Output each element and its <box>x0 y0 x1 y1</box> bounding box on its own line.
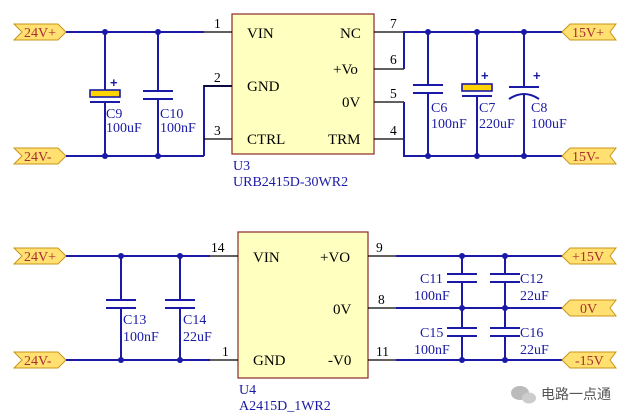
svg-text:8: 8 <box>378 292 385 307</box>
svg-text:22uF: 22uF <box>520 343 549 358</box>
chip-u4 <box>237 231 369 379</box>
svg-text:24V-: 24V- <box>24 150 52 165</box>
svg-text:-V0: -V0 <box>328 353 351 369</box>
svg-text:100nF: 100nF <box>431 117 467 132</box>
svg-text:220uF: 220uF <box>479 117 515 132</box>
svg-text:0V: 0V <box>580 302 597 317</box>
svg-text:C13: C13 <box>123 313 146 328</box>
cap-c10: C10 100nF <box>143 32 196 156</box>
svg-text:24V-: 24V- <box>24 354 52 369</box>
svg-text:GND: GND <box>253 353 286 369</box>
wire-top-gnd-to-pin2 <box>203 85 232 156</box>
svg-text:100nF: 100nF <box>414 343 450 358</box>
port-bot-0v: 0V <box>561 299 617 317</box>
svg-text:C8: C8 <box>531 101 547 116</box>
port-top-15v-plus: 15V+ <box>561 23 617 41</box>
svg-text:4: 4 <box>390 123 397 138</box>
port-top-24v-minus: 24V- <box>12 147 67 165</box>
svg-text:GND: GND <box>247 79 280 95</box>
svg-text:C9: C9 <box>106 107 122 122</box>
port-top-15v-minus: 15V- <box>561 147 617 165</box>
svg-text:15V-: 15V- <box>572 150 600 165</box>
port-bot-24v-minus: 24V- <box>12 351 67 369</box>
cap-c11: C11 100nF <box>414 256 477 308</box>
svg-text:22uF: 22uF <box>183 330 212 345</box>
svg-text:100nF: 100nF <box>160 121 196 136</box>
svg-text:100nF: 100nF <box>414 289 450 304</box>
cap-c6: C6 100nF <box>413 32 467 156</box>
svg-text:C6: C6 <box>431 101 447 116</box>
u4-section: 24V+ 24V- C13 100nF C14 22uF <box>12 231 617 414</box>
svg-text:NC: NC <box>340 26 361 42</box>
svg-text:U3: U3 <box>233 159 250 174</box>
svg-text:22uF: 22uF <box>520 289 549 304</box>
svg-text:电路一点通: 电路一点通 <box>541 386 611 402</box>
svg-text:1: 1 <box>222 344 229 359</box>
cap-c15: C15 100nF <box>414 308 477 360</box>
svg-text:24V+: 24V+ <box>24 250 56 265</box>
svg-text:2: 2 <box>214 70 221 85</box>
watermark: 电路一点通 <box>511 386 611 404</box>
cap-c16: C16 22uF <box>490 308 549 360</box>
svg-text:C16: C16 <box>520 326 543 341</box>
port-bot-24v-plus: 24V+ <box>12 247 67 265</box>
cap-c9: + C9 100uF <box>89 32 142 156</box>
cap-c8: + C8 100uF <box>508 32 567 156</box>
svg-text:C14: C14 <box>183 313 206 328</box>
svg-text:+: + <box>533 68 541 83</box>
svg-text:VIN: VIN <box>247 26 274 42</box>
svg-text:U4: U4 <box>239 383 256 398</box>
svg-text:15V+: 15V+ <box>572 26 604 41</box>
svg-text:11: 11 <box>376 344 389 359</box>
svg-text:3: 3 <box>214 123 221 138</box>
svg-text:C7: C7 <box>479 101 495 116</box>
svg-text:0V: 0V <box>333 302 352 318</box>
svg-text:0V: 0V <box>342 95 361 111</box>
svg-text:TRM: TRM <box>328 132 361 148</box>
svg-text:100uF: 100uF <box>531 117 567 132</box>
svg-text:CTRL: CTRL <box>247 132 285 148</box>
svg-text:C12: C12 <box>520 272 543 287</box>
svg-text:VIN: VIN <box>253 250 280 266</box>
wire-top-vo <box>403 31 562 69</box>
svg-text:1: 1 <box>214 16 221 31</box>
svg-text:+: + <box>481 68 489 83</box>
svg-text:-15V: -15V <box>575 354 604 369</box>
port-top-24v-plus: 24V+ <box>12 23 67 41</box>
svg-text:9: 9 <box>376 240 383 255</box>
svg-text:100nF: 100nF <box>123 330 159 345</box>
svg-text:A2415D_1WR2: A2415D_1WR2 <box>239 399 331 414</box>
cap-c13: C13 100nF <box>106 256 159 360</box>
svg-text:+Vo: +Vo <box>333 62 358 78</box>
cap-c7: + C7 220uF <box>461 32 515 156</box>
svg-text:7: 7 <box>390 16 397 31</box>
chip-u3 <box>231 13 375 155</box>
svg-text:5: 5 <box>390 86 397 101</box>
svg-text:+15V: +15V <box>572 250 604 265</box>
svg-text:+VO: +VO <box>320 250 350 266</box>
svg-text:100uF: 100uF <box>106 121 142 136</box>
svg-text:C10: C10 <box>160 107 183 122</box>
svg-text:14: 14 <box>211 240 225 255</box>
svg-text:6: 6 <box>390 52 397 67</box>
wire-top-0v <box>403 102 562 157</box>
cap-c12: C12 22uF <box>490 256 549 308</box>
wechat-icon <box>511 386 536 404</box>
port-bot-minus15v: -15V <box>561 351 617 369</box>
svg-text:URB2415D-30WR2: URB2415D-30WR2 <box>233 175 348 190</box>
port-bot-plus15v: +15V <box>561 247 617 265</box>
svg-text:C15: C15 <box>420 326 443 341</box>
svg-text:+: + <box>110 75 118 90</box>
svg-text:C11: C11 <box>420 272 443 287</box>
cap-c14: C14 22uF <box>165 256 212 360</box>
u3-section: 24V+ 24V- + C9 100uF C10 100nF <box>12 13 617 190</box>
svg-text:24V+: 24V+ <box>24 26 56 41</box>
